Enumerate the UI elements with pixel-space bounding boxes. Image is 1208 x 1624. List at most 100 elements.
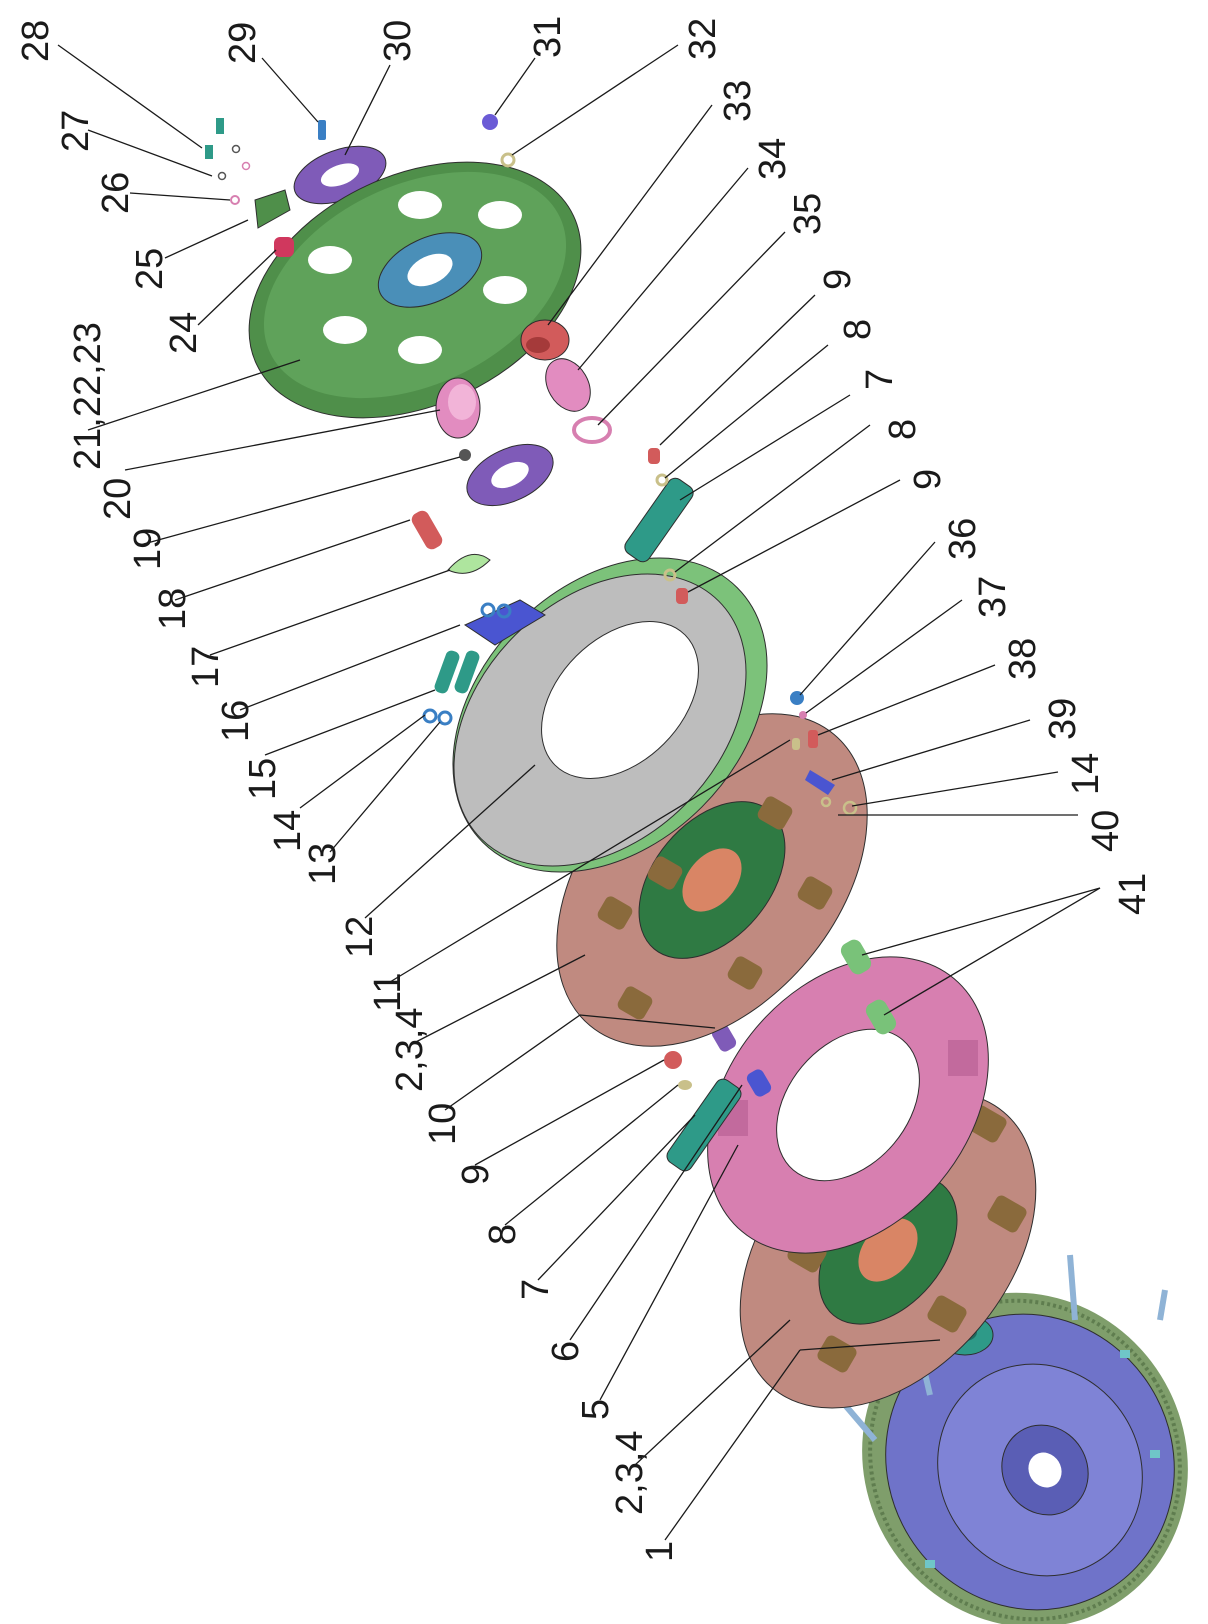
callout-32: 32 [682, 18, 724, 60]
leader-234a [409, 954, 586, 1046]
leader-1 [664, 1349, 801, 1541]
callout-35: 35 [787, 193, 829, 235]
callout-38: 38 [1002, 638, 1044, 680]
release-lever-assembly [411, 449, 546, 726]
callout-29: 29 [222, 22, 264, 64]
leader-27 [87, 129, 213, 177]
callout-21-22-23: 21,22,23 [67, 322, 109, 470]
leader-28 [57, 44, 203, 149]
callout-5: 5 [575, 1399, 617, 1420]
callout-30: 30 [377, 20, 419, 62]
leader-5 [599, 1144, 739, 1401]
leader-16 [239, 624, 461, 711]
leader-31 [494, 57, 536, 116]
leader-11 [389, 739, 791, 983]
callout-33: 33 [717, 80, 759, 122]
leader-13 [329, 721, 441, 853]
callout-9-left: 9 [455, 1164, 497, 1185]
leader-25 [164, 219, 249, 259]
callout-11: 11 [367, 973, 409, 1012]
leader-24 [197, 249, 277, 326]
callout-6: 6 [545, 1341, 587, 1362]
callout-36: 36 [942, 518, 984, 560]
callout-labels: 28 27 26 25 24 21,22,23 20 19 18 17 16 1… [15, 16, 1154, 1562]
callout-19: 19 [127, 528, 169, 570]
callout-25: 25 [129, 248, 171, 290]
callout-2-3-4-lower: 2,3,4 [609, 1430, 651, 1515]
callout-7-right: 7 [859, 369, 901, 390]
flywheel [842, 1254, 1188, 1624]
leader-20 [124, 409, 441, 471]
leader-14b [299, 714, 426, 809]
leader-35 [597, 231, 786, 426]
leader-lines [57, 44, 1101, 1541]
callout-34: 34 [752, 138, 794, 180]
callout-18: 18 [152, 588, 194, 630]
parts-illustration [205, 114, 1188, 1624]
leader-8c [504, 1084, 679, 1226]
callout-9-right-upper: 9 [817, 269, 859, 290]
leader-15 [264, 689, 436, 756]
leader-9b [687, 479, 901, 593]
callout-8-right-lower: 8 [882, 419, 924, 440]
leader-33 [547, 104, 713, 326]
leader-9a [659, 294, 816, 446]
callout-28: 28 [15, 20, 57, 62]
leader-1b [799, 1339, 941, 1351]
leader-10 [444, 1014, 581, 1111]
leader-6 [569, 1084, 743, 1341]
pins-41 [840, 939, 897, 1035]
callout-24: 24 [163, 312, 205, 354]
clutch-cover [248, 161, 582, 419]
callout-16: 16 [215, 700, 257, 742]
leader-18 [174, 519, 411, 601]
callout-8-left: 8 [482, 1224, 524, 1245]
leader-38 [817, 664, 996, 736]
top-left-fasteners [205, 118, 326, 257]
callout-20: 20 [97, 478, 139, 520]
leader-7b [537, 1114, 696, 1281]
callout-39: 39 [1042, 698, 1084, 740]
callout-27: 27 [55, 110, 97, 152]
leader-9c [474, 1059, 665, 1166]
leader-29 [261, 57, 319, 123]
leader-10b [579, 1014, 716, 1029]
callout-1: 1 [639, 1541, 681, 1562]
leader-21 [87, 359, 301, 431]
pressure-plate [452, 557, 768, 873]
leader-17 [209, 569, 451, 656]
spline-hub [435, 377, 481, 439]
callout-7-left: 7 [515, 1279, 557, 1300]
release-bearing-assembly [520, 319, 612, 444]
leader-8a [664, 344, 829, 479]
leader-12 [364, 764, 536, 919]
callout-41: 41 [1112, 873, 1154, 915]
callout-13: 13 [302, 843, 344, 885]
leader-26 [129, 192, 231, 201]
callout-14-left: 14 [267, 810, 309, 852]
leader-234b [634, 1319, 791, 1466]
callout-8-right-upper: 8 [837, 319, 879, 340]
leader-7a [679, 394, 851, 501]
intermediate-plate [707, 956, 989, 1254]
purple-washers [293, 145, 554, 507]
callout-12: 12 [339, 916, 381, 958]
leader-14a [851, 771, 1059, 807]
leader-37 [805, 599, 963, 714]
leader-41b [883, 887, 1101, 1016]
callout-17: 17 [185, 646, 227, 688]
callout-14-right: 14 [1065, 753, 1107, 795]
leader-41a [861, 887, 1101, 956]
leader-39 [831, 719, 1031, 781]
leader-8b [674, 424, 871, 573]
callout-31: 31 [527, 16, 569, 58]
callout-10: 10 [422, 1103, 464, 1145]
leader-30 [344, 64, 391, 156]
callout-40: 40 [1085, 810, 1127, 852]
leader-32 [511, 44, 679, 156]
leader-19 [139, 456, 461, 546]
lower-strap-assembly [664, 1024, 772, 1172]
callout-15: 15 [242, 758, 284, 800]
strap-assembly-right [482, 114, 858, 816]
leader-36 [799, 541, 936, 696]
